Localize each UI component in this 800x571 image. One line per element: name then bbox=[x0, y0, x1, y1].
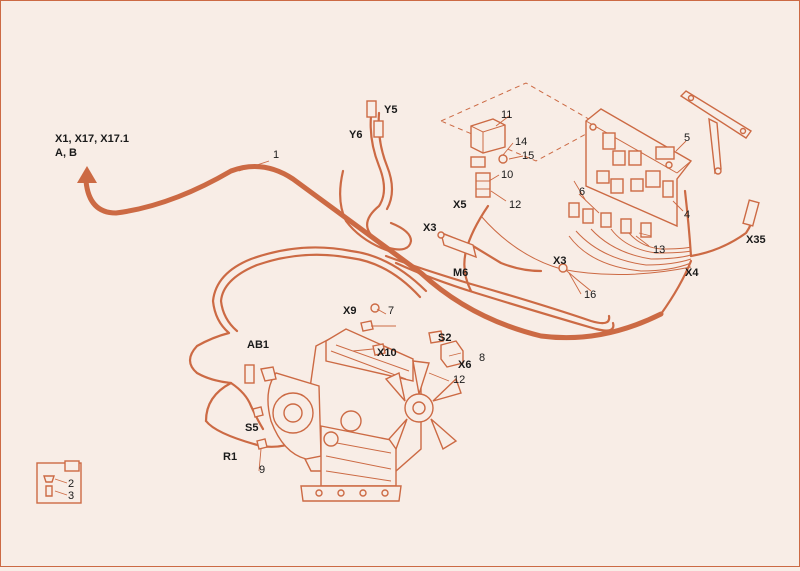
label-1: 1 bbox=[273, 149, 279, 161]
y5-connector bbox=[366, 100, 377, 118]
label-10: 10 bbox=[501, 169, 513, 181]
y-branch-cable bbox=[366, 114, 413, 251]
mounting-bracket bbox=[679, 90, 753, 175]
label-4: 4 bbox=[684, 209, 690, 221]
label-r1: R1 bbox=[223, 451, 237, 463]
engine bbox=[267, 328, 422, 502]
box-fanout-3 bbox=[590, 228, 692, 260]
legend-box: 2 3 bbox=[36, 460, 82, 504]
label-x5: X5 bbox=[453, 199, 466, 211]
label-12-bottom: 12 bbox=[453, 374, 465, 386]
label-14: 14 bbox=[515, 136, 527, 148]
header-line1: X1, X17, X17.1 bbox=[55, 133, 129, 145]
engine-harness-loop bbox=[188, 246, 428, 423]
label-x35: X35 bbox=[746, 234, 766, 246]
x9-x10-connectors bbox=[360, 303, 396, 356]
label-y5: Y5 bbox=[384, 104, 397, 116]
label-16: 16 bbox=[584, 289, 596, 301]
x4-to-main bbox=[659, 259, 693, 316]
label-15: 15 bbox=[522, 150, 534, 162]
label-s2: S2 bbox=[438, 332, 451, 344]
label-x9: X9 bbox=[343, 305, 356, 317]
label-9: 9 bbox=[259, 464, 265, 476]
label-7: 7 bbox=[388, 305, 394, 317]
header-line2: A, B bbox=[55, 147, 77, 159]
label-11: 11 bbox=[501, 109, 512, 121]
label-13: 13 bbox=[653, 244, 665, 256]
box-fanout-1 bbox=[568, 235, 692, 272]
label-x3-top: X3 bbox=[423, 222, 436, 234]
engine-harness-loop-2 bbox=[219, 253, 422, 333]
label-x4: X4 bbox=[685, 267, 699, 279]
ab1-parts bbox=[244, 364, 277, 384]
legend-item-2: 2 bbox=[68, 478, 74, 490]
right-harness bbox=[384, 254, 611, 325]
label-x3-bottom: X3 bbox=[553, 255, 566, 267]
engine-harness-lower-2 bbox=[229, 381, 265, 431]
s5-sensor bbox=[252, 406, 264, 418]
y-branch-down bbox=[339, 169, 391, 253]
box-fanout-2 bbox=[575, 230, 692, 266]
label-5: 5 bbox=[684, 132, 690, 144]
box-fanout-5 bbox=[628, 232, 692, 250]
box-fanout-4 bbox=[610, 228, 692, 254]
relay-group bbox=[470, 118, 508, 198]
s2-sensor bbox=[428, 330, 444, 344]
label-y6: Y6 bbox=[349, 129, 362, 141]
harness-arrow bbox=[77, 166, 97, 183]
right-harness-2 bbox=[394, 261, 615, 332]
r1-sensor bbox=[256, 438, 268, 450]
x6-connector bbox=[440, 340, 464, 368]
control-box bbox=[568, 108, 693, 238]
dashed-group-outline bbox=[439, 82, 603, 162]
m6-component bbox=[437, 231, 478, 259]
label-ab1: AB1 bbox=[247, 339, 269, 351]
x35-connector bbox=[742, 199, 760, 227]
m6-cable bbox=[439, 231, 543, 273]
engine-fan bbox=[384, 360, 462, 451]
label-8: 8 bbox=[479, 352, 485, 364]
y6-connector bbox=[373, 120, 384, 138]
label-s5: S5 bbox=[245, 422, 258, 434]
label-12-top: 12 bbox=[509, 199, 521, 211]
box-right-cable bbox=[683, 189, 693, 258]
leader-lines bbox=[238, 115, 687, 472]
label-x6: X6 bbox=[458, 359, 471, 371]
x3-plug bbox=[558, 263, 568, 273]
label-m6: M6 bbox=[453, 267, 468, 279]
legend-item-3: 3 bbox=[68, 490, 74, 502]
label-x10: X10 bbox=[377, 347, 397, 359]
main-harness-cable bbox=[83, 164, 664, 341]
label-6: 6 bbox=[579, 186, 585, 198]
